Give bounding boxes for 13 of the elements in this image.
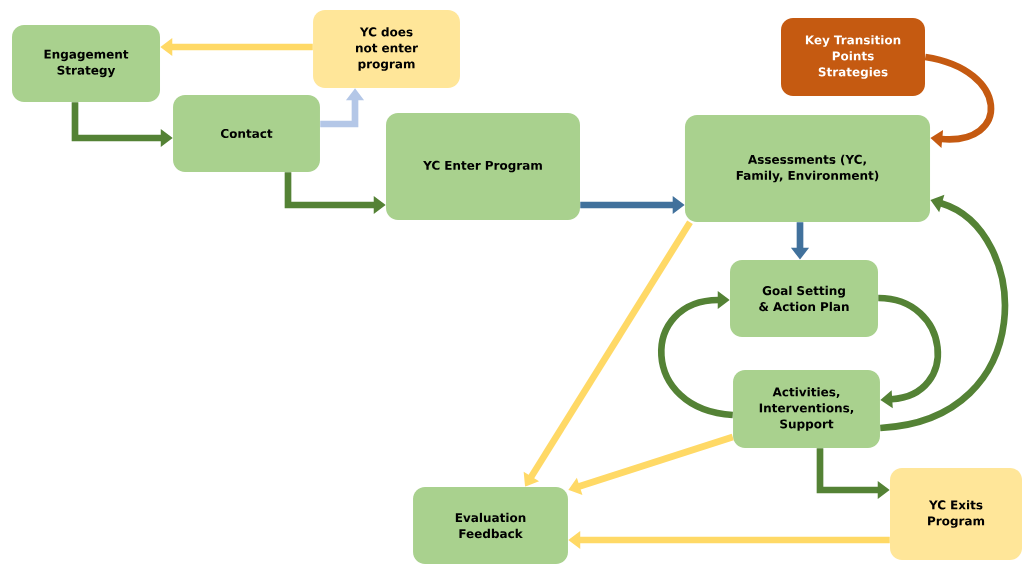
process-box: Contact	[173, 94, 320, 173]
process-box: Goal Setting & Action Plan	[730, 259, 878, 337]
process-box: YC Exits Program	[890, 468, 1022, 560]
process-box: Activities, Interventions, Support	[733, 370, 880, 448]
process-box: Assessments (YC, Family, Environment)	[684, 115, 931, 222]
arrow	[877, 294, 941, 409]
process-box: YC Enter Program	[386, 113, 580, 220]
process-box: YC does not enter program	[313, 10, 460, 88]
arrow	[658, 290, 734, 419]
process-box: Engagement Strategy	[12, 24, 160, 103]
process-box: Key Transition Points Strategies	[781, 18, 925, 96]
process-box: Evaluation Feedback	[413, 486, 568, 564]
arrow	[924, 53, 995, 149]
